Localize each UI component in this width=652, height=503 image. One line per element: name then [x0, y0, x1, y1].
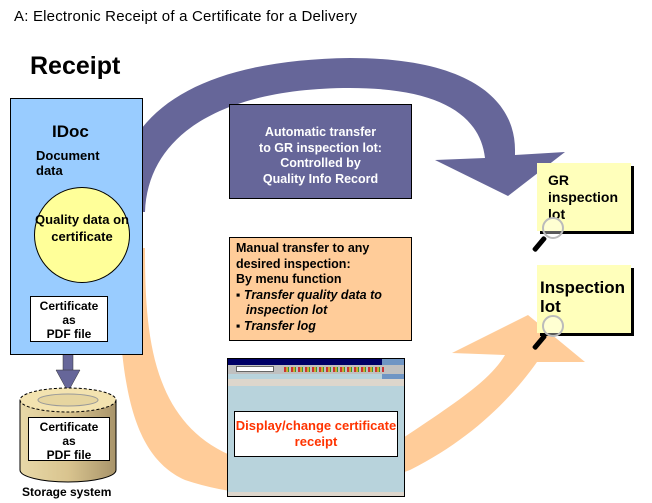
manual-flow-arrow	[118, 248, 585, 495]
gr-inspection-lot-label: GR inspection lot	[548, 172, 619, 222]
cert-line: PDF file	[46, 448, 92, 462]
idoc-label: IDoc	[52, 122, 89, 141]
magnifier-icon	[542, 217, 564, 239]
manual-bullet: ▪ Transfer log	[236, 318, 316, 333]
automatic-transfer-box: Automatic transfer to GR inspection lot:…	[229, 104, 412, 199]
auto-line: Automatic transfer	[264, 125, 377, 139]
cert-line: PDF file	[46, 327, 92, 341]
bullet-text: Transfer quality data to inspection lot	[243, 287, 382, 318]
manual-bullet: ▪ Transfer quality data to inspection lo…	[236, 287, 382, 318]
cert-line: Certificate	[39, 420, 99, 434]
document-data-label: Document data	[36, 148, 100, 178]
storage-arrow-head	[55, 369, 81, 393]
sap-status-bar	[228, 492, 404, 496]
sap-screen-thumbnail: Display/change certificate receipt	[227, 358, 405, 497]
sap-titlebar	[228, 359, 404, 365]
quality-data-label: Quality data on certificate	[35, 212, 129, 244]
section-heading: Receipt	[30, 52, 121, 80]
cert-line: Certificate	[39, 299, 99, 313]
storage-system-label: Storage system	[22, 485, 112, 499]
manual-line: desired inspection:	[236, 256, 351, 271]
idoc-certificate-pdf: Certificate as PDF file	[30, 296, 108, 342]
inspection-lot-label: Inspection lot	[540, 278, 626, 316]
cert-line: as	[62, 313, 76, 327]
manual-line: By menu function	[236, 272, 342, 286]
sap-command-field	[236, 366, 274, 372]
automatic-flow-arrow	[115, 58, 565, 212]
cert-line: as	[62, 434, 76, 448]
auto-line: Quality Info Record	[262, 171, 379, 186]
magnifier-icon	[542, 315, 564, 337]
quality-data-circle	[34, 187, 130, 283]
bullet-text: Transfer log	[243, 318, 316, 333]
auto-line: to GR inspection lot:	[259, 140, 382, 155]
diagram-title: A: Electronic Receipt of a Certificate f…	[14, 8, 358, 25]
manual-line: Manual transfer to any	[236, 241, 370, 255]
manual-transfer-box: Manual transfer to any desired inspectio…	[229, 237, 412, 341]
sap-toolbar-icons	[284, 367, 384, 372]
display-change-certificate-label: Display/change certificate receipt	[234, 411, 398, 457]
stored-certificate-pdf: Certificate as PDF file	[28, 417, 110, 462]
sap-app-toolbar	[228, 379, 404, 386]
auto-line: Controlled by	[280, 156, 361, 170]
